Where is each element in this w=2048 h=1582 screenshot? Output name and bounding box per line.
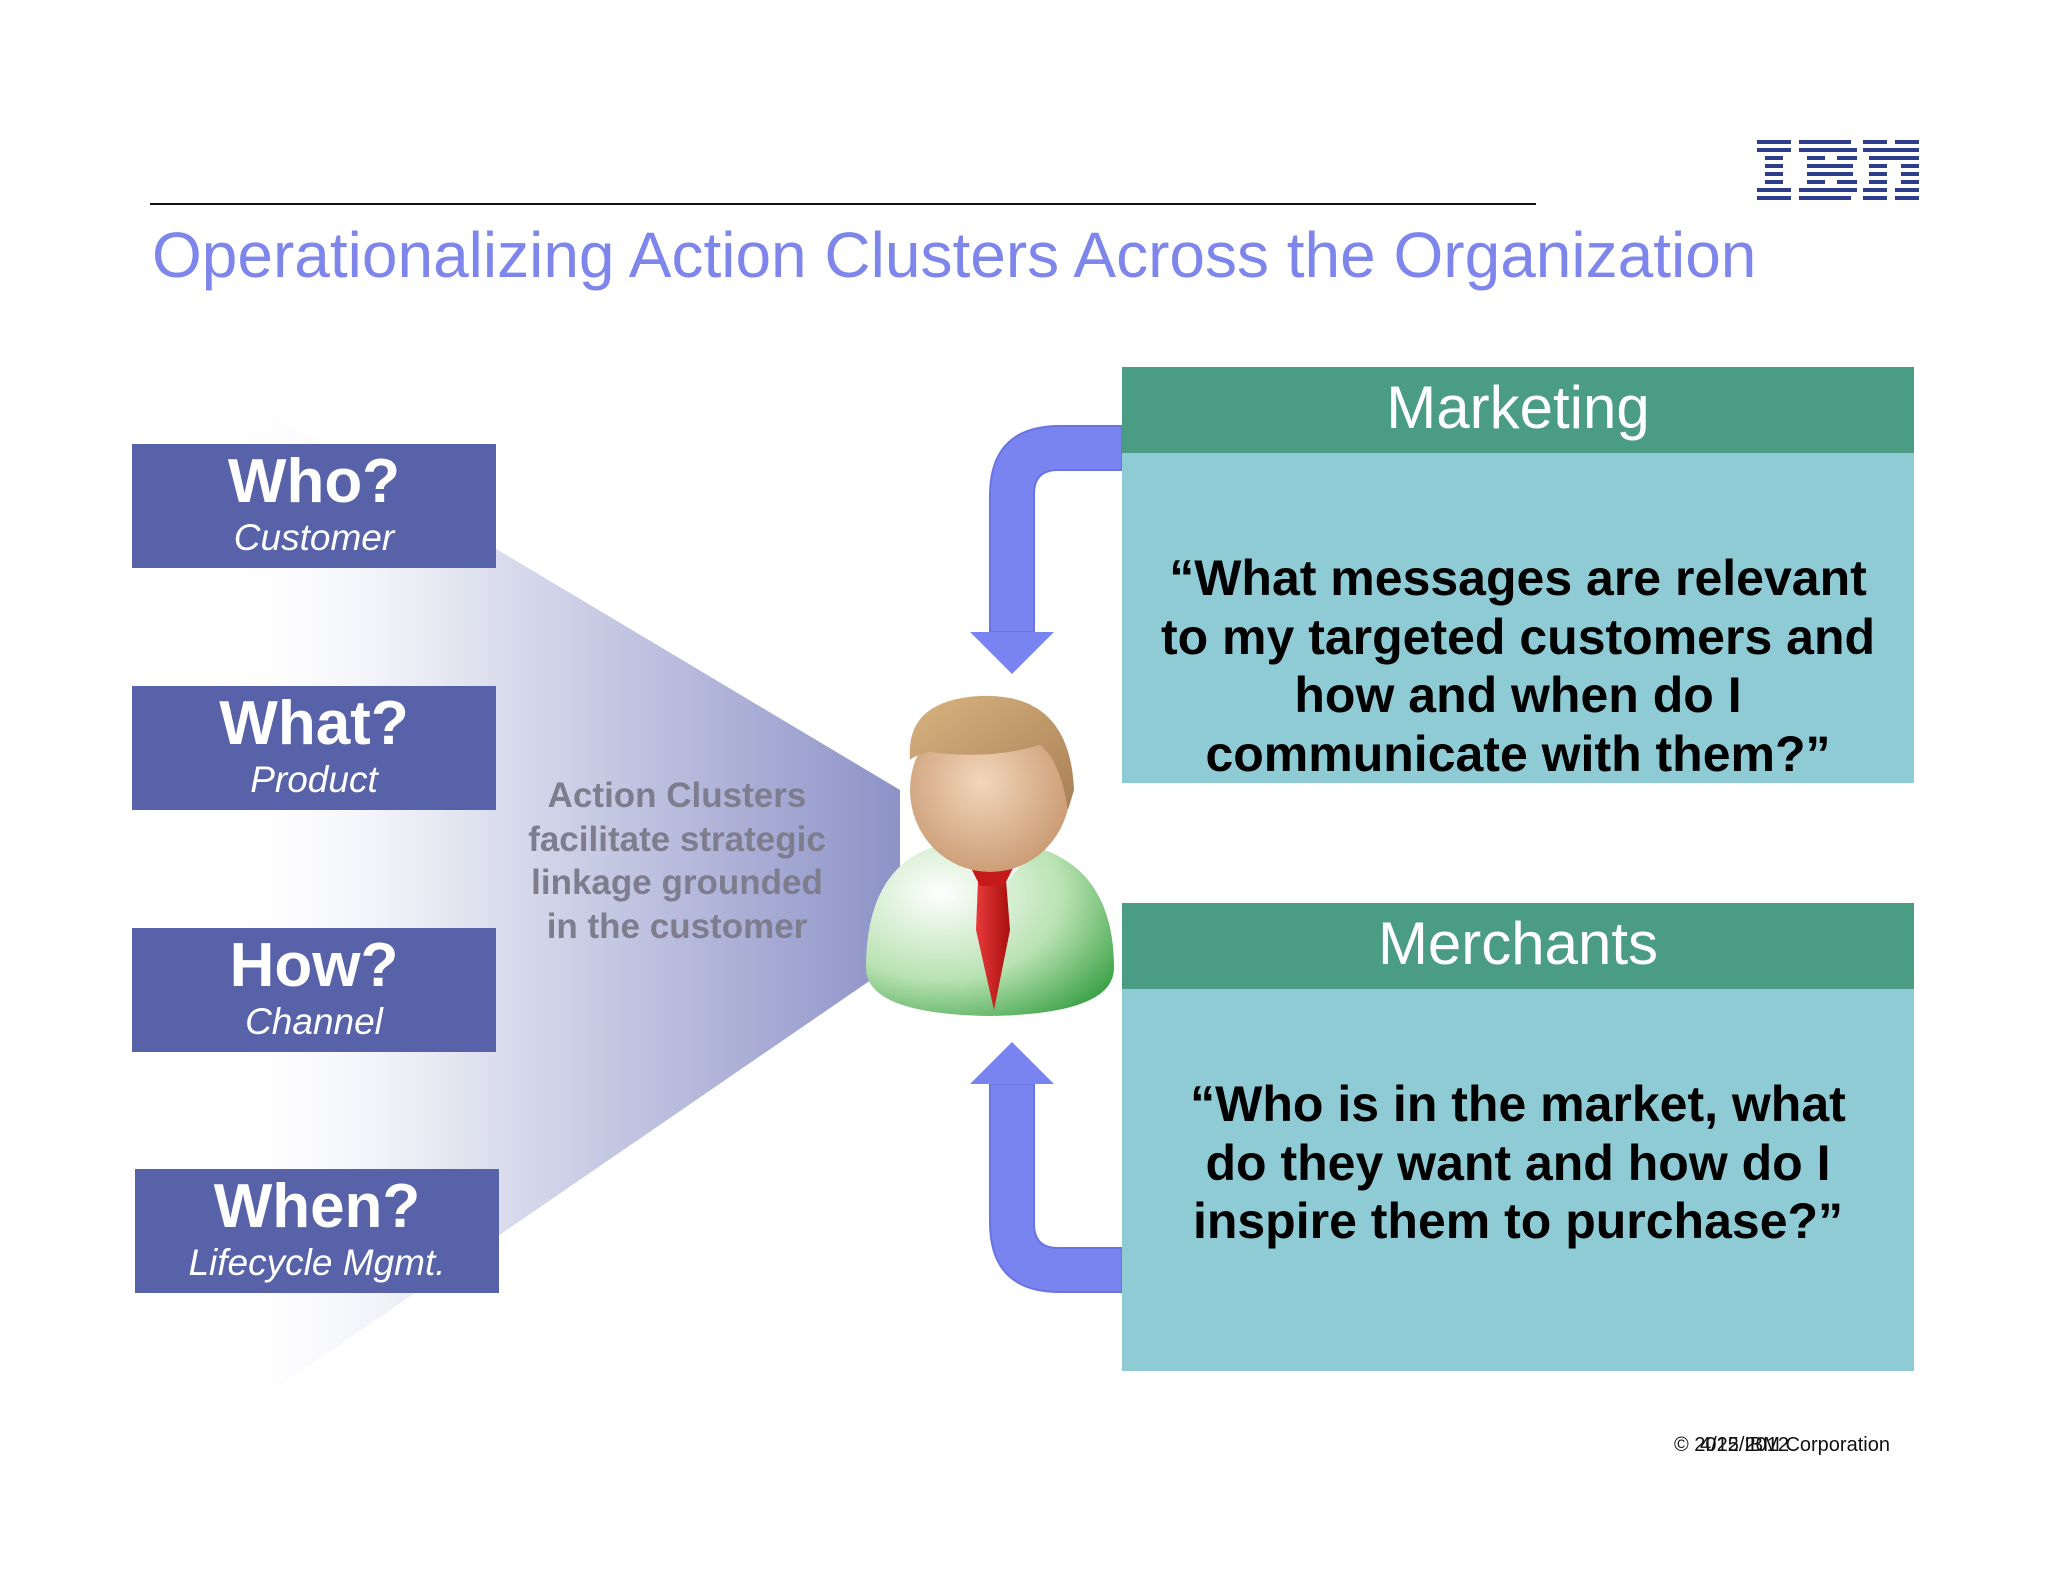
question-label: How? [229, 931, 399, 1000]
dept-panel-merchants: Merchants “Who is in the market, what do… [1122, 903, 1914, 1371]
arrow-down-icon [970, 425, 1123, 674]
dept-quote: “Who is in the market, what do they want… [1122, 989, 1914, 1371]
dept-quote-text: “What messages are relevant to my target… [1160, 550, 1876, 782]
question-box-what: What? Product [132, 686, 496, 810]
question-label: What? [219, 689, 409, 758]
dept-quote-text: “Who is in the market, what do they want… [1190, 1076, 1846, 1249]
footer-date: 4/25/2012 [1700, 1434, 1789, 1457]
question-label: When? [213, 1172, 421, 1241]
header-rule [150, 203, 1536, 205]
date-text: 4/25/2012 [1700, 1434, 1789, 1456]
slide-title: Operationalizing Action Clusters Across … [152, 219, 1757, 291]
funnel-shape [215, 390, 900, 1420]
question-label: Who? [227, 447, 401, 516]
dept-title: Merchants [1122, 903, 1914, 989]
action-clusters-text: Action Clusters facilitate strategic lin… [528, 776, 826, 946]
copyright-text: © 2012 IBM Corporation [1674, 1434, 1890, 1456]
dept-quote: “What messages are relevant to my target… [1122, 453, 1914, 783]
footer-copyright: © 2012 IBM Corporation [1674, 1434, 1890, 1457]
arrow-up-icon [970, 1042, 1123, 1293]
question-box-who: Who? Customer [132, 444, 496, 568]
question-subtitle: Lifecycle Mgmt. [188, 1242, 446, 1283]
question-subtitle: Product [250, 759, 378, 800]
customer-person-icon [866, 695, 1114, 1016]
dept-title: Marketing [1122, 367, 1914, 453]
dept-panel-marketing: Marketing “What messages are relevant to… [1122, 367, 1914, 783]
ibm-logo [1757, 140, 1919, 200]
question-box-how: How? Channel [132, 928, 496, 1052]
question-subtitle: Customer [233, 517, 395, 558]
question-subtitle: Channel [245, 1001, 383, 1042]
question-box-when: When? Lifecycle Mgmt. [135, 1169, 499, 1293]
